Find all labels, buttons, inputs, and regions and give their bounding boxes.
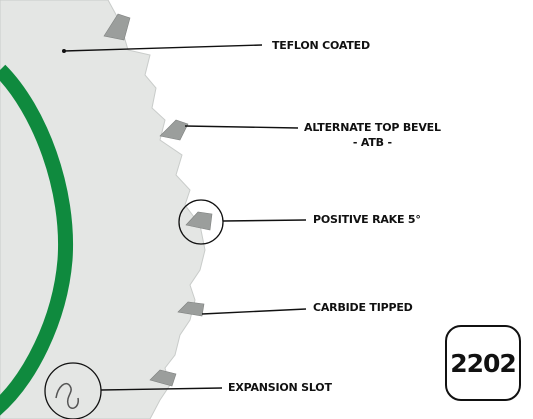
callout-slot-text: EXPANSION SLOT [228, 381, 332, 394]
leader-line-rake [222, 219, 307, 222]
leader-line-atb [184, 125, 299, 129]
carbide-tooth [177, 301, 205, 317]
callout-rake-text: POSITIVE RAKE 5° [313, 213, 421, 226]
leader-line-carbide [201, 308, 307, 315]
slot-highlight-circle [44, 362, 102, 419]
callout-positive-rake: POSITIVE RAKE 5° [313, 213, 421, 226]
model-number-badge: 2202 [445, 325, 521, 401]
carbide-tooth [149, 369, 177, 387]
callout-alternate-top-bevel: ALTERNATE TOP BEVEL - ATB - [304, 121, 441, 149]
carbide-tooth [103, 13, 131, 41]
callout-atb-subtext: - ATB - [352, 136, 392, 149]
callout-teflon-coated: TEFLON COATED [272, 39, 370, 52]
rake-highlight-circle [178, 199, 224, 245]
carbide-tooth [185, 211, 213, 231]
callout-expansion-slot: EXPANSION SLOT [228, 381, 332, 394]
callout-atb-text: ALTERNATE TOP BEVEL [304, 121, 441, 134]
leader-dot-teflon [62, 49, 66, 53]
callout-teflon-text: TEFLON COATED [272, 39, 370, 52]
callout-carbide-text: CARBIDE TIPPED [313, 301, 413, 314]
leader-line-slot [100, 387, 223, 391]
callout-carbide-tipped: CARBIDE TIPPED [313, 301, 413, 314]
expansion-slot [55, 382, 79, 409]
model-number-text: 2202 [450, 348, 517, 378]
leader-line-teflon [63, 44, 263, 52]
carbide-tooth [159, 119, 189, 141]
green-decal-ring [0, 64, 74, 416]
